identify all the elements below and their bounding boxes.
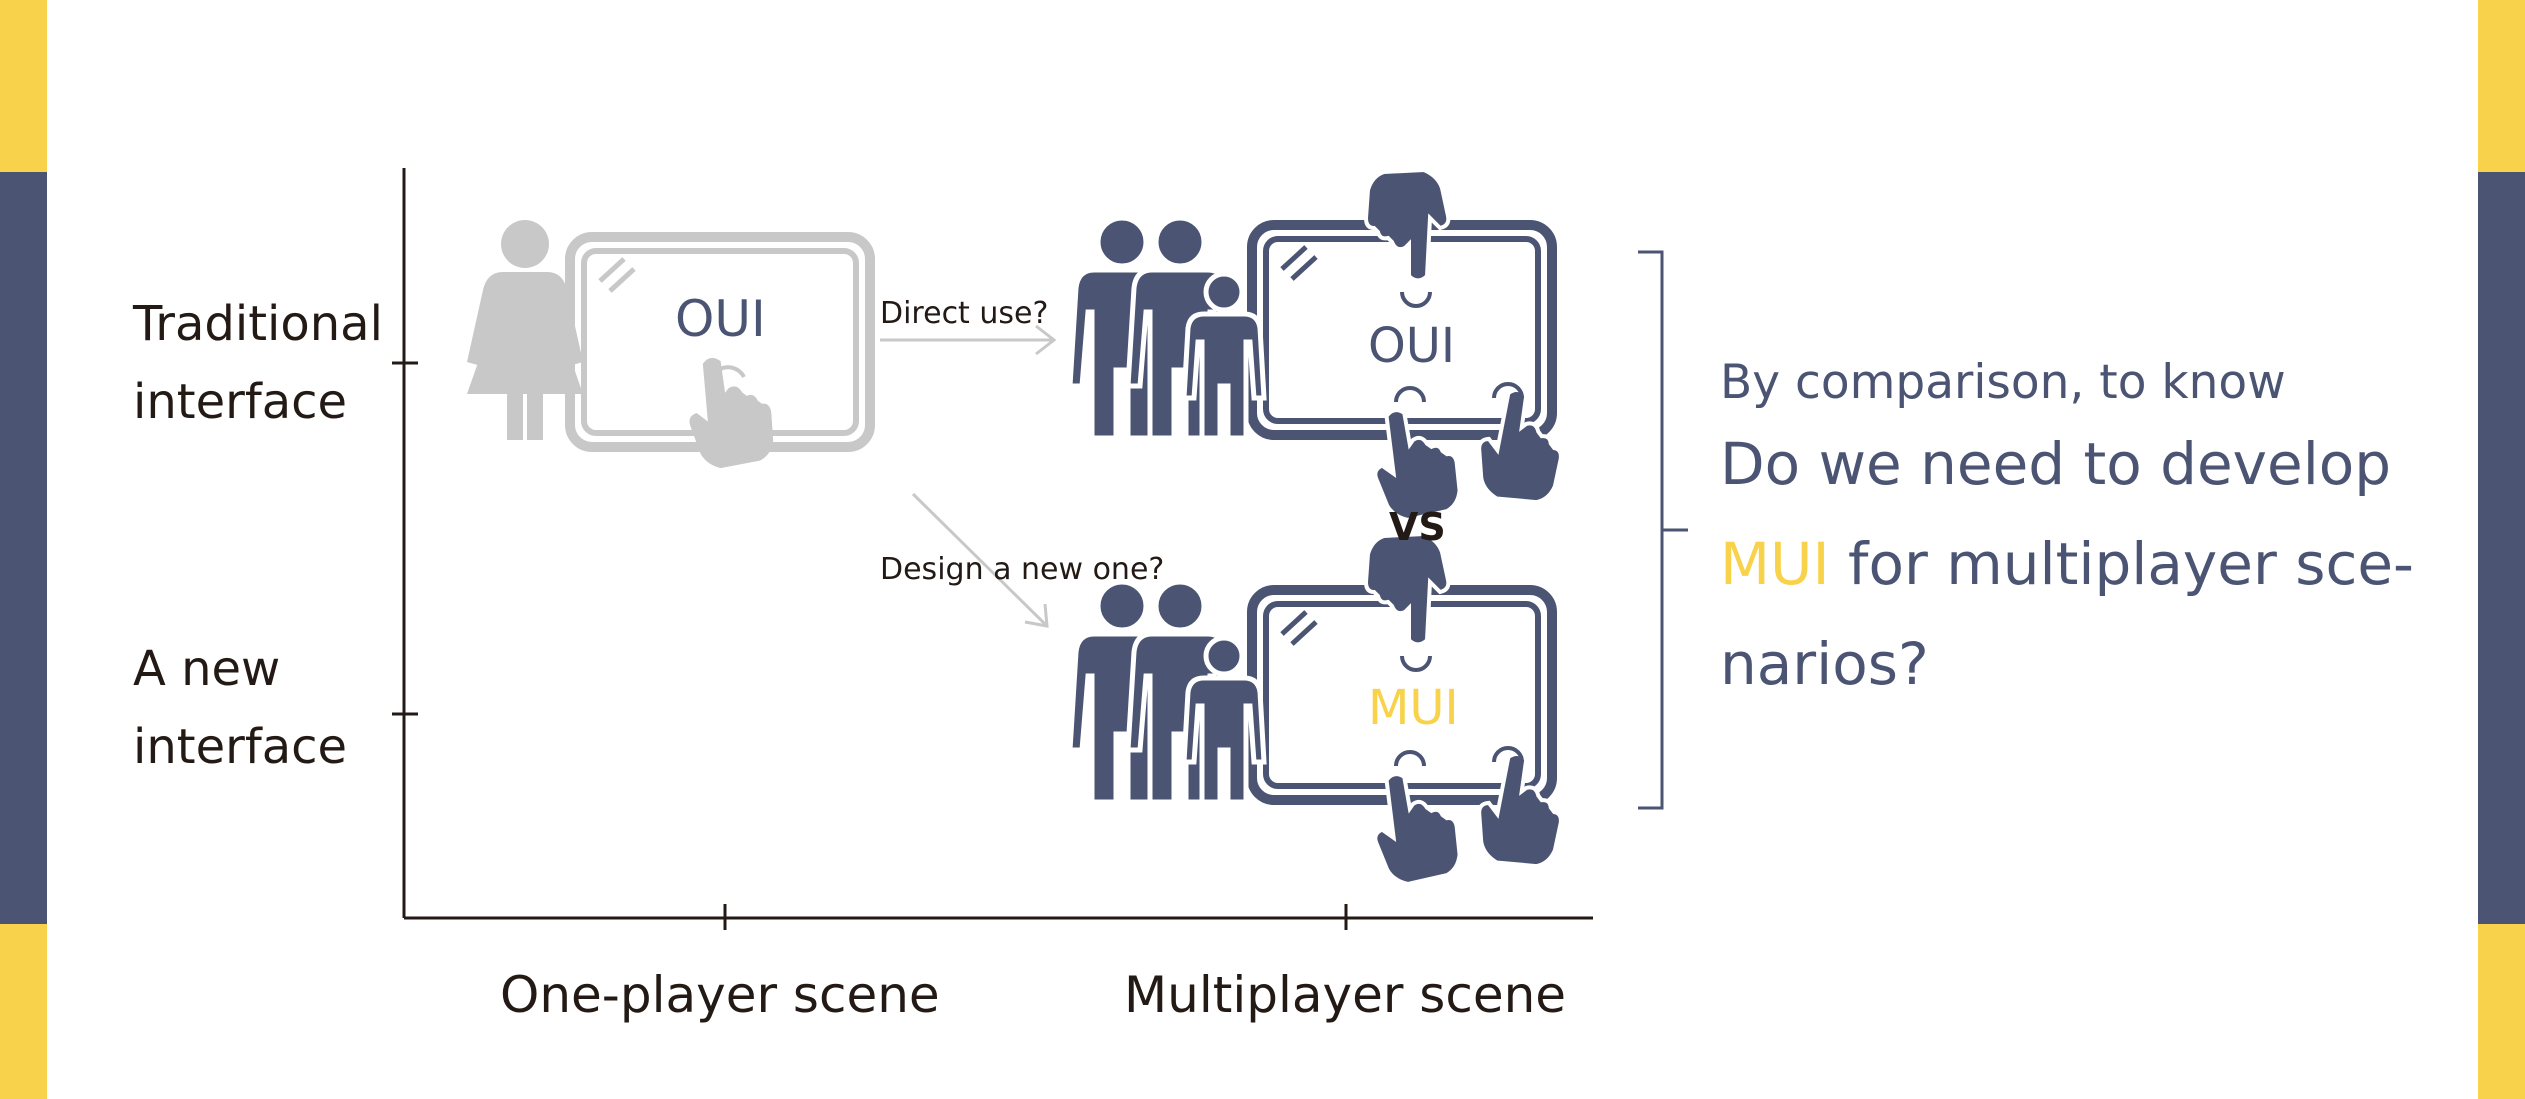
vs-label: VS: [1389, 505, 1446, 549]
left-bar-bottom: [0, 924, 47, 1099]
right-bar-middle: [2478, 172, 2525, 924]
right-question-line3: narios?: [1720, 630, 1929, 698]
left-bar-middle: [0, 172, 47, 924]
multiplayer-bottom-group: [1070, 532, 1572, 891]
one-player-group: [467, 220, 870, 472]
x-label-one-player: One-player scene: [500, 966, 940, 1024]
right-bar-bottom: [2478, 924, 2525, 1099]
arrow-label-direct: Direct use?: [880, 296, 1049, 331]
right-intro: By comparison, to know: [1720, 355, 2286, 410]
mui-highlight: MUI: [1720, 530, 1830, 598]
right-question-line2: MUI for multiplayer sce-: [1720, 530, 2414, 598]
multiplayer-top-group: [1070, 168, 1572, 527]
bracket: [1638, 250, 1688, 810]
x-label-multiplayer: Multiplayer scene: [1124, 966, 1567, 1024]
arrow-design-new: [911, 492, 1049, 628]
screen-label-oui-multiplayer: OUI: [1368, 318, 1456, 374]
right-question-line2-rest: for multiplayer sce-: [1829, 530, 2414, 598]
right-bar-top: [2478, 0, 2525, 172]
arrow-direct-use: [880, 324, 1057, 356]
arrow-label-design: Design a new one?: [880, 552, 1165, 587]
screen-label-oui-one-player: OUI: [675, 290, 766, 348]
axes: [392, 168, 1593, 930]
screen-label-mui: MUI: [1368, 680, 1459, 736]
y-label-traditional: Traditional interface: [133, 296, 383, 430]
y-label-new: A new interface: [133, 641, 348, 775]
right-question-line1: Do we need to develop: [1720, 430, 2392, 498]
left-bar-top: [0, 0, 47, 172]
